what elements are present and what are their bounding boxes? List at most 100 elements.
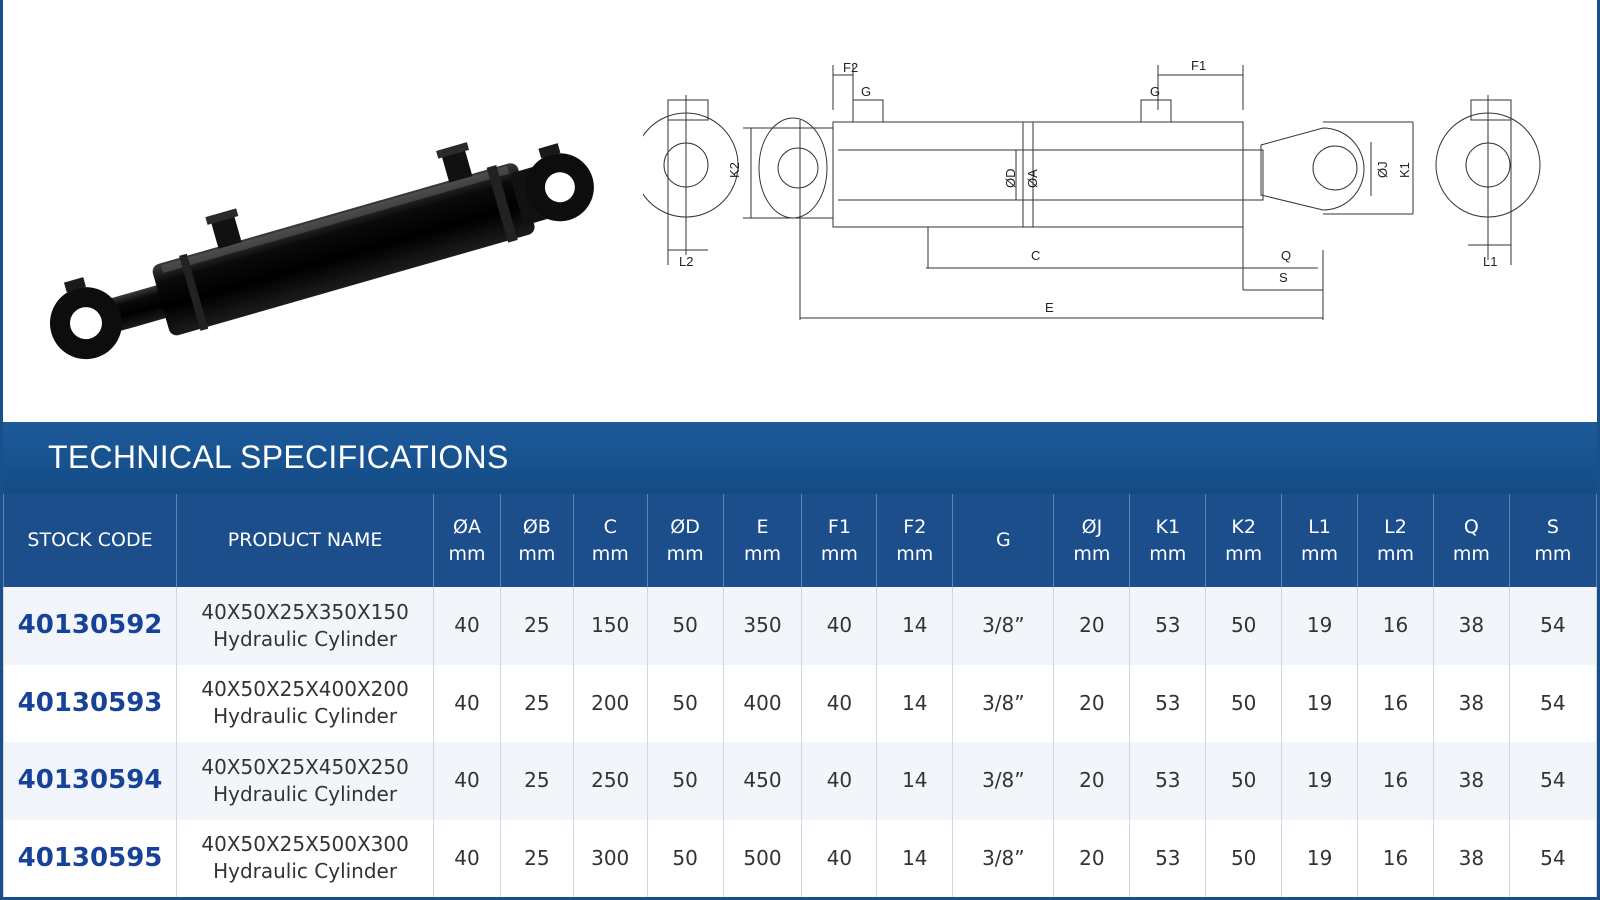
- cell-c: 250: [572, 742, 648, 820]
- cell-k1: 53: [1129, 742, 1207, 820]
- cell-l1: 19: [1281, 664, 1359, 742]
- cell-f1: 40: [801, 587, 878, 665]
- cell-f1: 40: [801, 664, 878, 742]
- cell-q: 38: [1432, 587, 1510, 665]
- cell-d: 50: [646, 587, 724, 665]
- cell-q: 38: [1432, 664, 1510, 742]
- cell-l2: 16: [1357, 819, 1434, 897]
- cell-l2: 16: [1357, 664, 1434, 742]
- cell-k2: 50: [1205, 587, 1283, 665]
- label-oj: ØJ: [1375, 161, 1390, 178]
- cell-f2: 14: [876, 742, 954, 820]
- cell-f2: 14: [876, 587, 954, 665]
- label-f1: F1: [1191, 58, 1206, 73]
- cell-s: 54: [1508, 587, 1598, 665]
- cell-g: 3/8”: [952, 587, 1055, 665]
- cylinder-photo: [49, 142, 594, 360]
- cell-e: 350: [722, 587, 803, 665]
- stock-code: 40130592: [2, 587, 178, 665]
- cell-s: 54: [1508, 819, 1598, 897]
- label-e: E: [1045, 300, 1054, 315]
- label-s: S: [1279, 270, 1288, 285]
- specs-banner: TECHNICAL SPECIFICATIONS: [3, 422, 1597, 495]
- label-f2: F2: [843, 60, 858, 75]
- page-title: TECHNICAL SPECIFICATIONS: [48, 439, 509, 475]
- cell-j: 20: [1053, 742, 1131, 820]
- cell-k1: 53: [1129, 664, 1207, 742]
- cell-f1: 40: [801, 742, 878, 820]
- label-l1: L1: [1483, 254, 1497, 269]
- cell-s: 54: [1508, 742, 1598, 820]
- cell-l1: 19: [1281, 819, 1359, 897]
- cell-c: 300: [572, 819, 648, 897]
- cell-g: 3/8”: [952, 819, 1055, 897]
- cell-b: 25: [499, 819, 574, 897]
- cell-l2: 16: [1357, 587, 1434, 665]
- cell-j: 20: [1053, 664, 1131, 742]
- header-stock-code: STOCK CODE: [2, 494, 178, 587]
- label-c: C: [1031, 248, 1040, 263]
- cell-a: 40: [433, 819, 501, 897]
- cell-e: 400: [722, 664, 803, 742]
- cell-b: 25: [499, 587, 574, 665]
- label-k1: K1: [1397, 162, 1412, 178]
- cell-f2: 14: [876, 819, 954, 897]
- stock-code: 40130594: [2, 742, 178, 820]
- label-g-right: G: [1150, 84, 1160, 99]
- cell-g: 3/8”: [952, 664, 1055, 742]
- cell-k1: 53: [1129, 587, 1207, 665]
- label-od: ØD: [1003, 169, 1018, 189]
- technical-drawing: F2 G F1 G K2 ØD ØA ØJ K1 C Q S E L2 L1: [643, 58, 1541, 320]
- stock-code: 40130593: [2, 664, 178, 742]
- cell-b: 25: [499, 742, 574, 820]
- cell-c: 200: [572, 664, 648, 742]
- stock-code: 40130595: [2, 819, 178, 897]
- cell-d: 50: [646, 742, 724, 820]
- cell-q: 38: [1432, 819, 1510, 897]
- cell-k2: 50: [1205, 664, 1283, 742]
- cell-a: 40: [433, 742, 501, 820]
- cell-k2: 50: [1205, 819, 1283, 897]
- cell-s: 54: [1508, 664, 1598, 742]
- cell-j: 20: [1053, 587, 1131, 665]
- cell-l1: 19: [1281, 742, 1359, 820]
- cell-e: 450: [722, 742, 803, 820]
- cell-k2: 50: [1205, 742, 1283, 820]
- cell-c: 150: [572, 587, 648, 665]
- cell-q: 38: [1432, 742, 1510, 820]
- cell-l1: 19: [1281, 587, 1359, 665]
- cell-d: 50: [646, 664, 724, 742]
- cell-a: 40: [433, 587, 501, 665]
- header-product-name: PRODUCT NAME: [176, 494, 435, 587]
- cell-l2: 16: [1357, 742, 1434, 820]
- cell-g: 3/8”: [952, 742, 1055, 820]
- cell-e: 500: [722, 819, 803, 897]
- label-l2: L2: [679, 254, 693, 269]
- product-visual-area: F2 G F1 G K2 ØD ØA ØJ K1 C Q S E L2 L1: [3, 0, 1597, 422]
- label-g-left: G: [861, 84, 871, 99]
- label-k2: K2: [727, 162, 742, 178]
- label-oa: ØA: [1025, 169, 1040, 188]
